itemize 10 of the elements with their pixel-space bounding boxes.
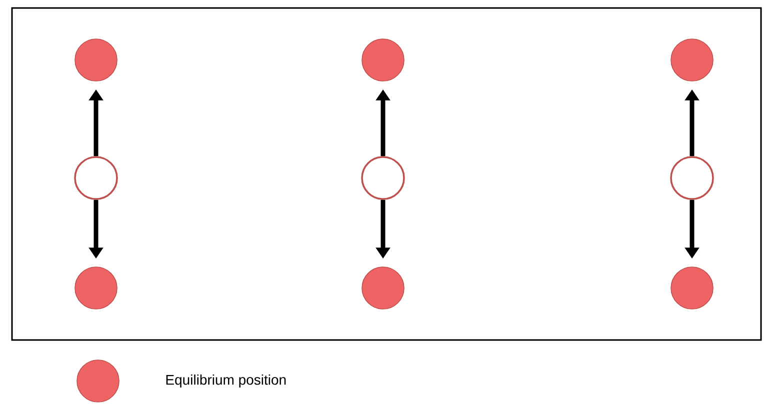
ball [362,266,404,310]
hollow-circle [670,156,714,200]
ball [670,266,714,310]
ball [362,38,404,82]
hollow-circle [361,156,405,200]
hollow-circle [74,156,118,200]
ball [74,38,118,82]
ball [74,266,118,310]
legend-text: Equilibrium position [166,374,286,388]
ball [670,38,714,82]
